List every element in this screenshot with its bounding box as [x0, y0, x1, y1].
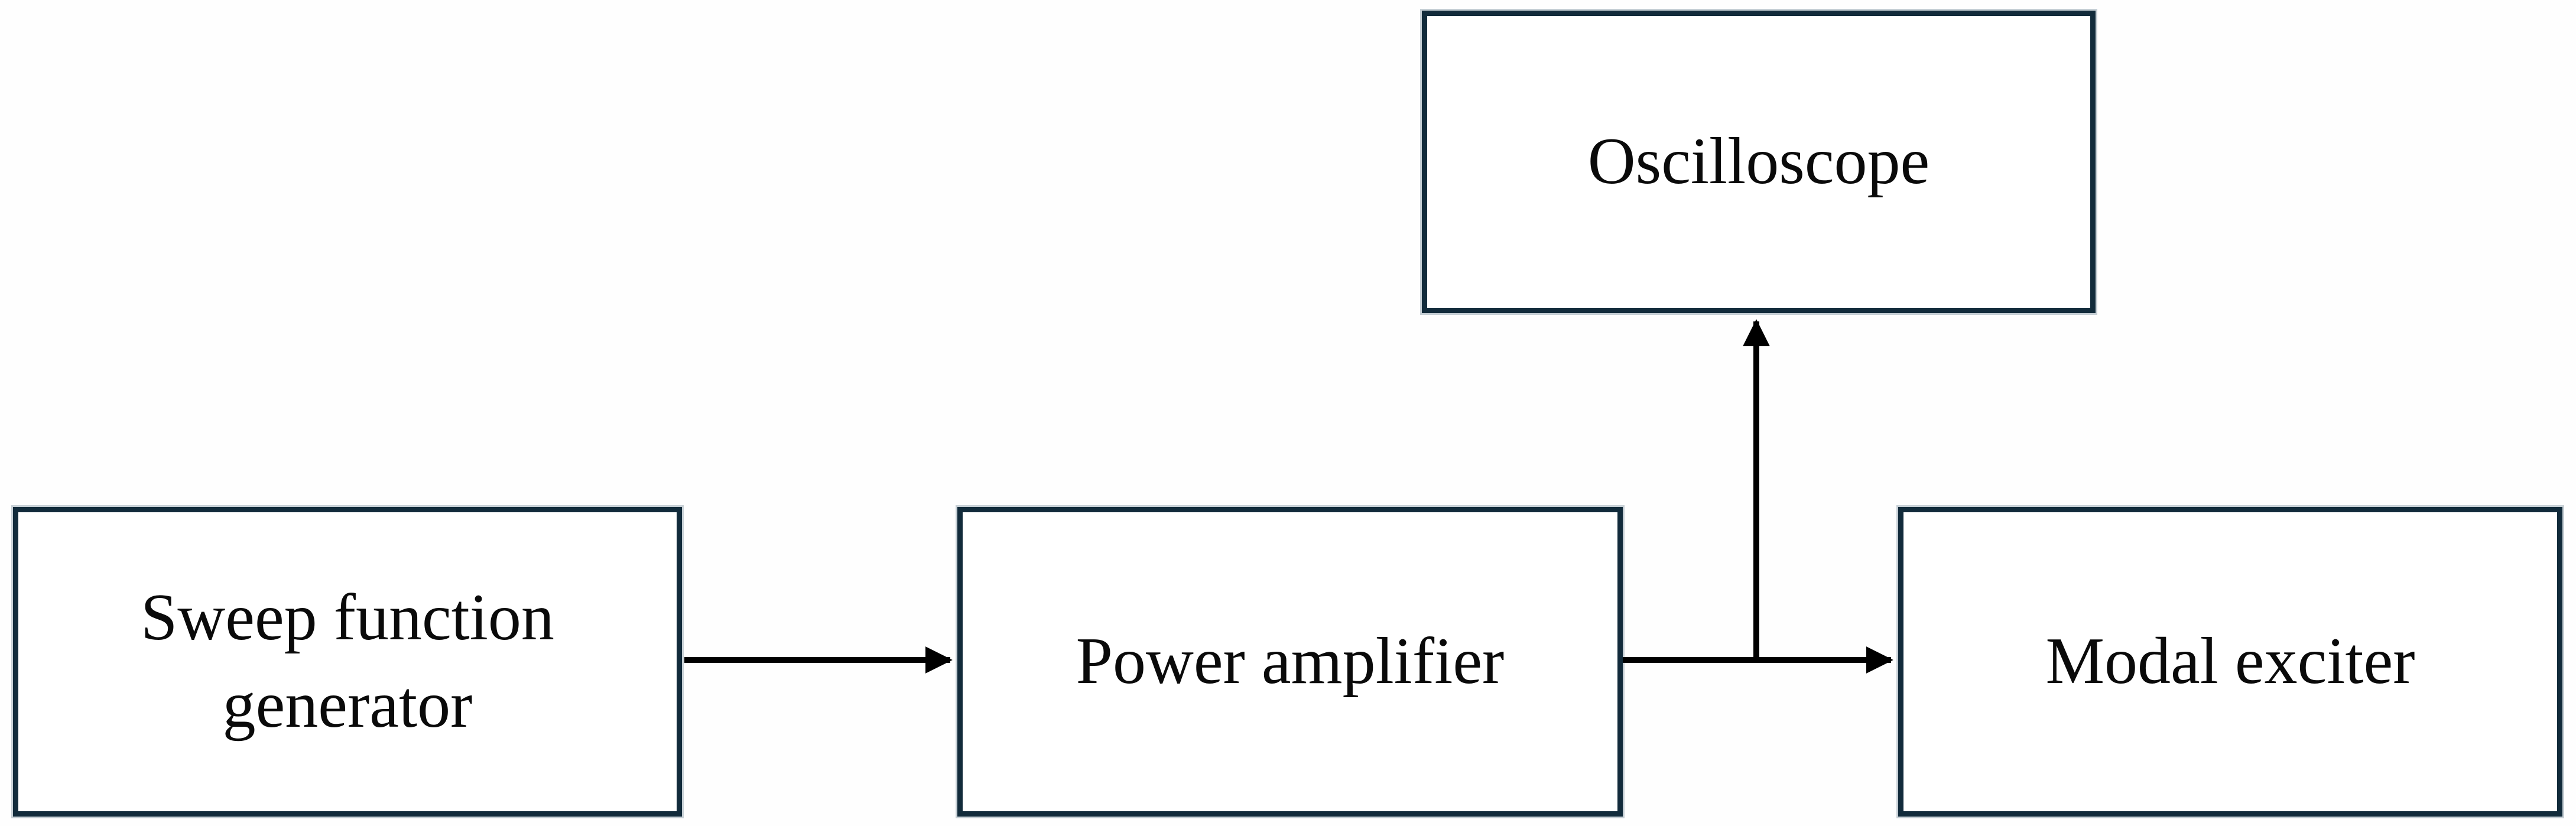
node-modal-exciter: Modal exciter [1898, 507, 2562, 817]
node-sweep-function-generator-label: Sweep function generator [141, 581, 554, 742]
node-sweep-function-generator: Sweep function generator [13, 507, 682, 817]
node-power-amplifier: Power amplifier [957, 507, 1623, 817]
node-power-amplifier-label: Power amplifier [1076, 625, 1505, 698]
node-modal-exciter-label: Modal exciter [2045, 625, 2415, 698]
node-oscilloscope-label: Oscilloscope [1587, 125, 1930, 199]
node-oscilloscope: Oscilloscope [1422, 11, 2096, 313]
